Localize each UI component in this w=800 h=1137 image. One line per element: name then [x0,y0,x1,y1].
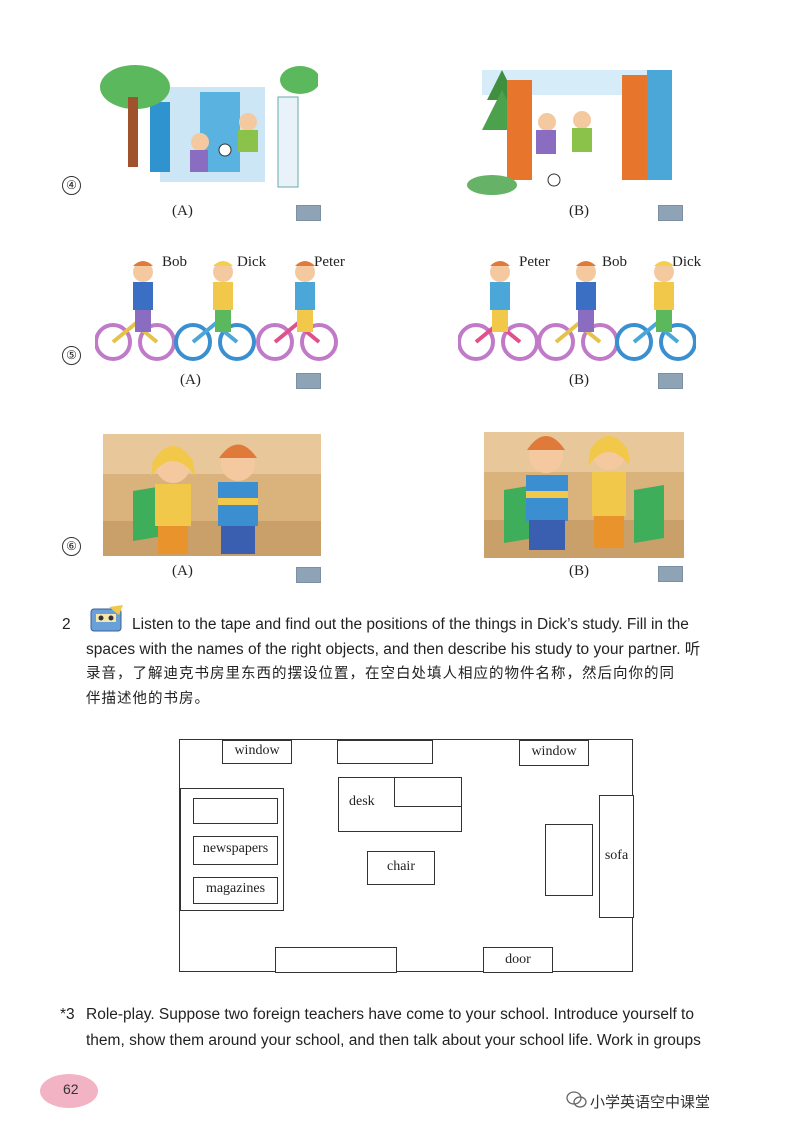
exercise-2-line-1: Listen to the tape and find out the posi… [132,616,689,633]
caption-row4-b: (B) [569,203,589,219]
window-left-box: window [222,740,292,764]
study-floor-plan: window window desk newspapers magazines … [179,739,634,973]
blank-top-middle[interactable] [337,740,433,764]
caption-row6-b: (B) [569,563,589,579]
caption-row4-a: (A) [172,203,193,219]
answer-box-row5-a[interactable] [296,373,321,389]
cassette-tape-icon [90,605,123,632]
exercise-2-line-2: spaces with the names of the right objec… [86,641,701,658]
caption-row5-a: (A) [180,372,201,388]
magazines-box: magazines [193,877,278,904]
blank-shelf-top[interactable] [193,798,278,824]
newspapers-box: newspapers [193,836,278,865]
sofa-box: sofa [599,795,634,918]
name-label-b-3: Dick [672,254,702,270]
park-gate-illustration-b [462,60,684,202]
caption-row5-b: (B) [569,372,589,388]
answer-box-row6-a[interactable] [296,567,321,583]
row-5-marker: ⑤ [62,346,81,365]
cyclists-illustration-a [95,261,338,361]
name-label-a-3: Peter [314,254,345,270]
exercise-2-line-3: 录音，了解迪克书房里东西的摆设位置，在空白处填人相应的物件名称，然后向你的同 [86,666,675,682]
name-label-b-1: Peter [519,254,550,270]
wechat-icon [566,1091,587,1108]
answer-box-row5-b[interactable] [658,373,683,389]
answer-box-row4-b[interactable] [658,205,683,221]
caption-row6-a: (A) [172,563,193,579]
exercise-2-number: 2 [62,616,71,633]
chair-box: chair [367,851,435,885]
watermark-text: 小学英语空中课堂 [590,1093,711,1111]
name-label-b-2: Bob [602,254,628,270]
row-4-marker: ④ [62,176,81,195]
blank-bottom-left[interactable] [275,947,397,973]
page-number: 62 [63,1081,79,1097]
cinema-seats-illustration-a [103,426,321,556]
name-label-a-2: Dick [237,254,267,270]
exercise-3-line-1: Role-play. Suppose two foreign teachers … [86,1006,694,1023]
page-number-badge: 62 [40,1074,98,1108]
name-label-a-1: Bob [162,254,188,270]
exercise-3-number: *3 [60,1006,75,1023]
answer-box-row6-b[interactable] [658,566,683,582]
answer-box-row4-a[interactable] [296,205,321,221]
blank-right-item[interactable] [545,824,593,896]
row-6-marker: ⑥ [62,537,81,556]
window-right-box: window [519,740,589,766]
exercise-2-line-4: 伴描述他的书房。 [86,691,210,707]
blank-desk-item[interactable] [394,777,462,807]
door-box: door [483,947,553,973]
exercise-3-line-2: them, show them around your school, and … [86,1032,701,1049]
park-gate-illustration-a [100,62,318,202]
cinema-seats-illustration-b [484,420,684,558]
cyclists-illustration-b [458,261,696,361]
